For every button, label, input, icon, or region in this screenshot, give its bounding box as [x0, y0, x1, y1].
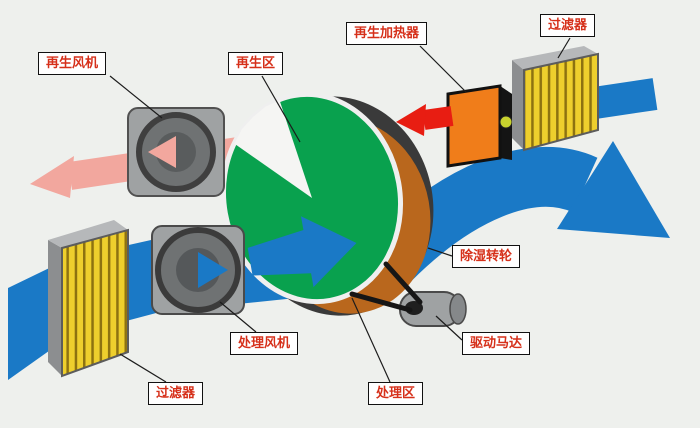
leader-process-zone [351, 297, 391, 383]
heater-front-face [446, 84, 502, 168]
drive-belt-lower [349, 291, 413, 313]
label-dehumid-wheel: 除湿转轮 [452, 245, 521, 268]
leader-regen-zone [261, 75, 301, 143]
filter-top-top-face [512, 46, 598, 70]
label-drive-motor: 驱动马达 [462, 332, 531, 355]
filter-bottom-media [61, 228, 129, 378]
leader-regen-heater [419, 45, 467, 93]
label-filter-bottom: 过滤器 [148, 382, 204, 405]
hot-air-arrowhead [396, 104, 426, 136]
leader-filter-bottom [119, 353, 167, 383]
label-regen-zone: 再生区 [228, 52, 284, 75]
leader-regen-fan [109, 75, 163, 119]
wheel-regen-sector [234, 100, 312, 198]
heater-indicator-light [499, 115, 513, 129]
drive-belt-upper [383, 261, 423, 305]
wheel-front [220, 91, 404, 305]
filter-bottom-top-face [48, 220, 128, 248]
filter-top-media [523, 52, 599, 152]
leader-filter-top [557, 37, 571, 59]
label-process-zone: 处理区 [368, 382, 424, 405]
leader-process-fan [219, 301, 257, 333]
regen-fan-flow-arrow [148, 136, 176, 168]
leader-lines [109, 37, 571, 383]
drive-motor-endcap [449, 293, 467, 325]
leader-drive-motor [435, 315, 463, 341]
label-process-fan: 处理风机 [230, 332, 299, 355]
process-air-through-wheel-arrow [247, 216, 357, 288]
leader-dehumid-wheel [427, 247, 453, 257]
process-fan-flow-arrow [198, 252, 228, 288]
hot-air-duct [422, 106, 454, 130]
regen-exhaust-arrowhead [30, 156, 74, 198]
label-regen-heater: 再生加热器 [346, 22, 428, 45]
process-air-outlet-arrowhead [557, 141, 670, 238]
label-filter-top: 过滤器 [540, 14, 596, 37]
filter-top-side-face [512, 60, 524, 150]
filter-bottom-side-face [48, 240, 62, 376]
label-regen-fan: 再生风机 [38, 52, 107, 75]
